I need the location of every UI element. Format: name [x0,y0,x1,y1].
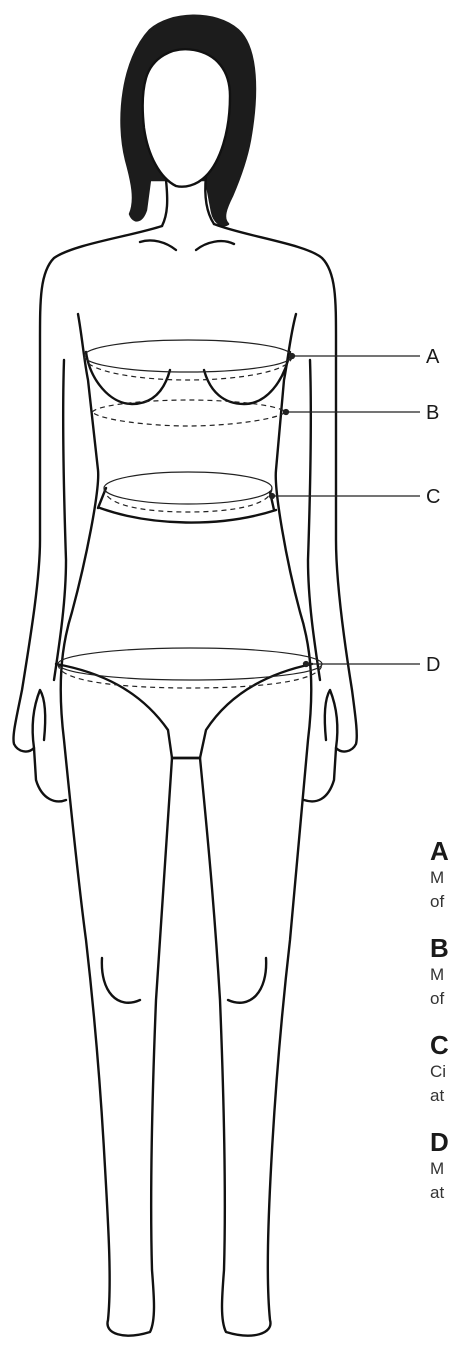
briefs [56,664,312,758]
knee-left [102,958,140,1003]
legend-d-line1: M [430,1157,468,1181]
legend-d-line2: at [430,1181,468,1205]
legend-a-line2: of [430,890,468,914]
callout-c: C [426,486,440,508]
knee-right [228,958,266,1003]
callout-d: D [426,654,440,676]
legend-a: A M of [430,836,468,914]
legend-b-line2: of [430,987,468,1011]
legend-b: B M of [430,933,468,1011]
legend-c-line2: at [430,1084,468,1108]
callout-b: B [426,402,439,424]
legend-a-line1: M [430,866,468,890]
legend-a-letter: A [430,836,468,866]
legend-b-letter: B [430,933,468,963]
legend-d: D M at [430,1127,468,1205]
neck [162,180,167,226]
underwear-waistband [100,508,276,523]
collarbone-left [140,240,176,250]
measure-c-solid [104,472,272,504]
legend-d-letter: D [430,1127,468,1157]
measure-a-solid [84,340,292,372]
legend-c-letter: C [430,1030,468,1060]
bust-right [204,352,290,404]
measure-d-solid [58,648,322,680]
measure-b-dashed [92,400,286,426]
collarbone-right [196,241,234,250]
legend-c-line1: Ci [430,1060,468,1084]
legend-b-line1: M [430,963,468,987]
callout-a: A [426,346,440,368]
bust-left [86,352,170,404]
legend-c: C Ci at [430,1030,468,1108]
